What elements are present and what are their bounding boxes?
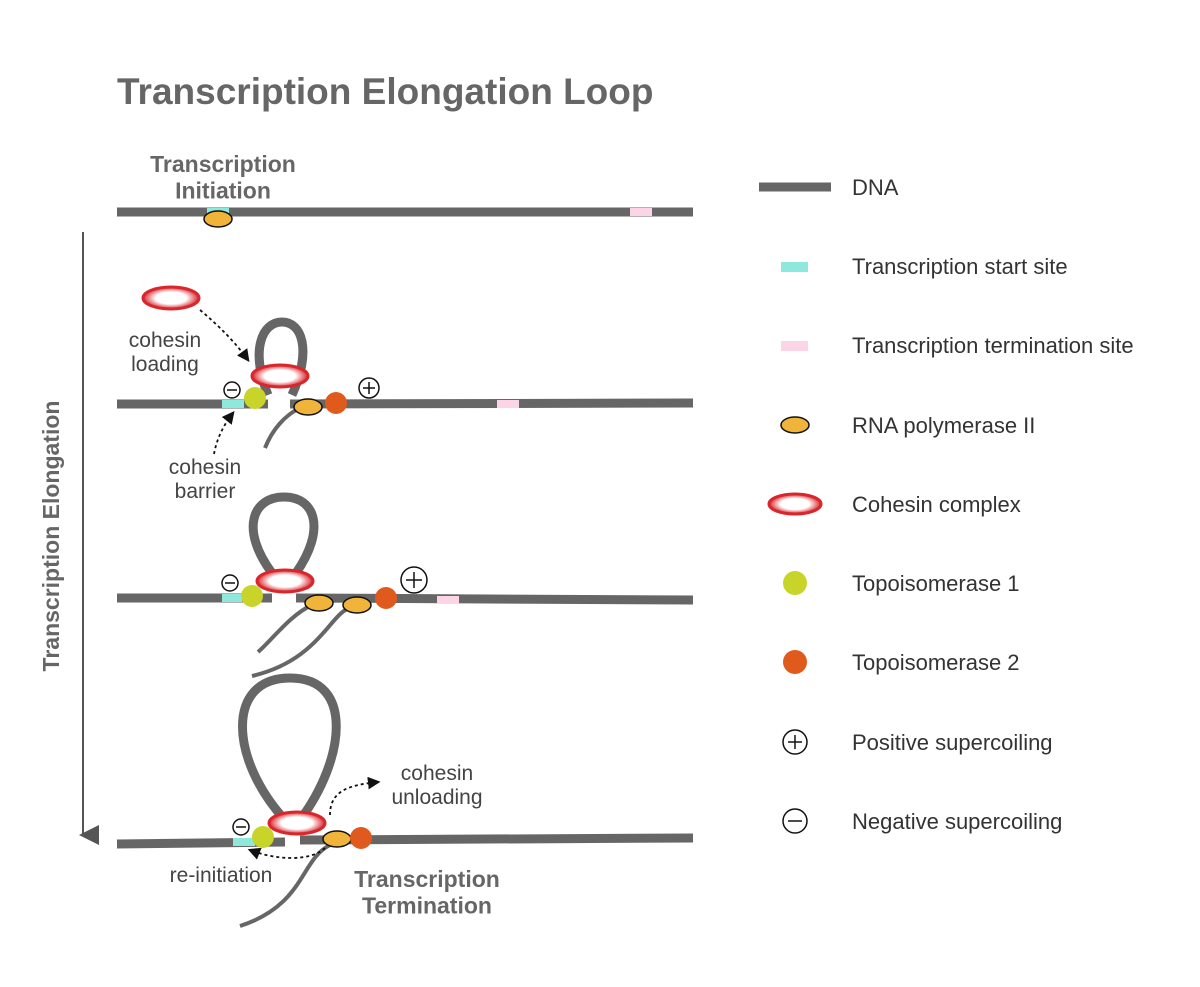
tss-mark bbox=[222, 400, 244, 408]
legend-item-tss: Transcription start site bbox=[781, 254, 1068, 279]
cohesin-complex bbox=[255, 568, 315, 594]
legend-label: Topoisomerase 1 bbox=[852, 571, 1020, 596]
positive-supercoiling-icon bbox=[400, 566, 428, 594]
rna-transcript bbox=[239, 843, 331, 928]
legend-label: Cohesin complex bbox=[852, 492, 1021, 517]
topo2-swatch bbox=[783, 650, 807, 674]
dna-loop bbox=[254, 317, 308, 397]
rna-transcript bbox=[263, 406, 301, 449]
legend-item-topo2: Topoisomerase 2 bbox=[783, 650, 1020, 675]
rna-transcript bbox=[251, 605, 353, 678]
re-initiation-label: re-initiation bbox=[170, 864, 273, 887]
tss-mark bbox=[233, 838, 255, 846]
legend-label: Transcription termination site bbox=[852, 333, 1134, 358]
barrier-arrow bbox=[213, 411, 235, 455]
positive-supercoiling-icon bbox=[782, 729, 808, 755]
topoisomerase-2 bbox=[350, 827, 372, 849]
tts-mark bbox=[630, 208, 652, 216]
legend-item-cohesin: Cohesin complex bbox=[767, 492, 1021, 517]
topoisomerase-1 bbox=[252, 826, 274, 848]
negative-supercoiling-icon bbox=[221, 574, 239, 592]
tss-swatch bbox=[781, 262, 808, 272]
legend-item-tts: Transcription termination site bbox=[781, 333, 1134, 358]
elongation-label: Transcription Elongation bbox=[38, 401, 64, 672]
reinitiation-arrow bbox=[247, 847, 326, 860]
cohesin-complex bbox=[267, 810, 327, 836]
topoisomerase-2 bbox=[325, 392, 347, 414]
cohesin-swatch bbox=[767, 492, 823, 516]
dna-loop bbox=[248, 492, 319, 576]
diagram-title: Transcription Elongation Loop bbox=[117, 71, 653, 112]
topoisomerase-1 bbox=[244, 387, 266, 409]
topo1-swatch bbox=[783, 571, 807, 595]
rna-polymerase-ii bbox=[293, 398, 323, 416]
tts-swatch bbox=[781, 341, 808, 351]
dna-loop bbox=[238, 673, 341, 824]
negative-supercoiling-icon bbox=[782, 808, 808, 834]
cohesin-complex bbox=[250, 363, 310, 389]
legend-label: Negative supercoiling bbox=[852, 809, 1062, 834]
tts-mark bbox=[437, 596, 459, 604]
legend-label: Positive supercoiling bbox=[852, 730, 1053, 755]
legend-label: RNA polymerase II bbox=[852, 413, 1035, 438]
loading-arrow bbox=[199, 309, 250, 363]
topoisomerase-2 bbox=[375, 587, 397, 609]
rna-polymerase-ii bbox=[342, 596, 372, 614]
rna-polymerase-ii bbox=[322, 830, 352, 848]
legend-label: Topoisomerase 2 bbox=[852, 650, 1020, 675]
row-elongation-mid bbox=[117, 492, 694, 678]
unloading-arrow bbox=[329, 776, 381, 816]
legend-item-topo1: Topoisomerase 1 bbox=[783, 571, 1020, 596]
rna-polymerase-ii bbox=[203, 210, 233, 228]
negative-supercoiling-icon bbox=[223, 381, 241, 399]
dna-strand bbox=[289, 398, 694, 409]
cohesin-free-ring bbox=[141, 285, 201, 311]
tss-mark bbox=[222, 594, 242, 602]
pol2-swatch bbox=[780, 416, 810, 434]
legend-item-negative: Negative supercoiling bbox=[782, 808, 1062, 834]
legend-label: DNA bbox=[852, 175, 899, 200]
tts-mark bbox=[497, 400, 519, 408]
legend-label: Transcription start site bbox=[852, 254, 1068, 279]
legend-item-pol2: RNA polymerase II bbox=[780, 413, 1035, 438]
negative-supercoiling-icon bbox=[232, 818, 250, 836]
rna-transcript bbox=[256, 603, 313, 654]
rna-polymerase-ii bbox=[304, 594, 334, 612]
legend-item-dna: DNA bbox=[759, 175, 899, 200]
legend-item-positive: Positive supercoiling bbox=[782, 729, 1053, 755]
topoisomerase-1 bbox=[241, 585, 263, 607]
legend: DNA Transcription start site Transcripti… bbox=[759, 175, 1134, 834]
positive-supercoiling-icon bbox=[358, 377, 380, 399]
